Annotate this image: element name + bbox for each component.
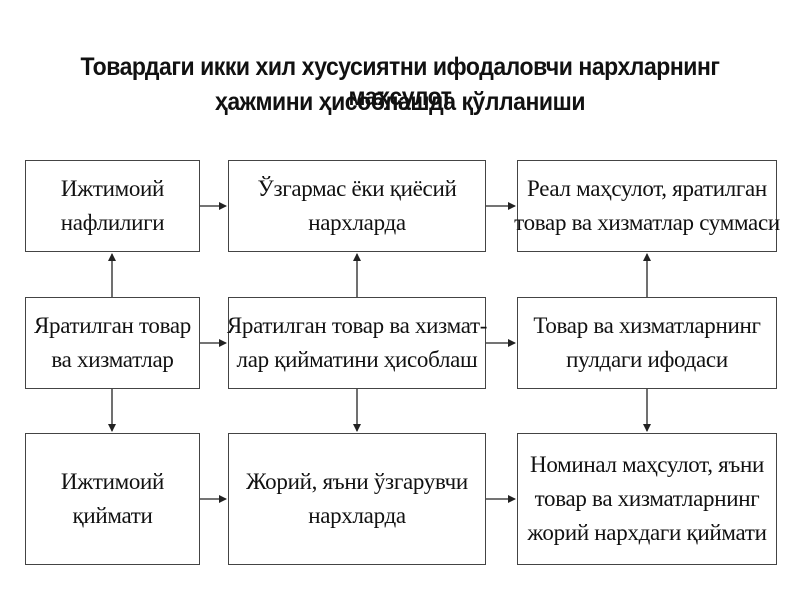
box-nominal-product-line-3: жорий нархдаги қиймати	[527, 520, 767, 545]
box-social-value: Ижтимоий қиймати	[25, 433, 200, 565]
box-created-goods-line-2: ва хизматлар	[51, 347, 174, 372]
box-value-calculation-line-2: лар қийматини ҳисоблаш	[236, 347, 478, 372]
box-current-prices: Жорий, яъни ўзгарувчи нархларда	[228, 433, 486, 565]
box-monetary-expression-line-2: пулдаги ифодаси	[566, 347, 728, 372]
box-constant-prices: Ўзгармас ёки қиёсий нархларда	[228, 160, 486, 252]
box-social-value-line-2: қиймати	[72, 503, 153, 528]
box-nominal-product-line-1: Номинал маҳсулот, яъни	[530, 452, 764, 477]
box-social-utility-line-1: Ижтимоий	[60, 176, 165, 201]
box-social-utility-line-2: нафлилиги	[60, 210, 165, 235]
diagram-title-line-1: Товардаги икки хил хусусиятни ифодаловчи…	[80, 53, 720, 111]
box-created-goods: Яратилган товар ва хизматлар	[25, 297, 200, 389]
box-value-calculation: Яратилган товар ва хизмат- лар қийматини…	[226, 297, 488, 389]
box-nominal-product-line-2: товар ва хизматларнинг	[534, 486, 760, 511]
box-current-prices-line-2: нархларда	[308, 503, 406, 528]
box-nominal-product: Номинал маҳсулот, яъни товар ва хизматла…	[517, 433, 777, 565]
box-value-calculation-line-1: Яратилган товар ва хизмат-	[226, 313, 488, 338]
diagram-title-line-2: ҳажмини ҳисоблашда қўлланиши	[214, 88, 586, 116]
box-real-product-line-1: Реал маҳсулот, яратилган	[527, 176, 767, 201]
box-social-value-line-1: Ижтимоий	[60, 469, 165, 494]
box-social-utility: Ижтимоий нафлилиги	[25, 160, 200, 252]
box-constant-prices-line-1: Ўзгармас ёки қиёсий	[257, 176, 457, 201]
box-real-product-line-2: товар ва хизматлар суммаси	[514, 210, 780, 235]
box-monetary-expression-line-1: Товар ва хизматларнинг	[533, 313, 761, 338]
box-real-product: Реал маҳсулот, яратилган товар ва хизмат…	[514, 160, 780, 252]
box-monetary-expression: Товар ва хизматларнинг пулдаги ифодаси	[517, 297, 777, 389]
box-current-prices-line-1: Жорий, яъни ўзгарувчи	[246, 469, 468, 494]
box-created-goods-line-1: Яратилган товар	[33, 313, 191, 338]
box-constant-prices-line-2: нархларда	[308, 210, 406, 235]
